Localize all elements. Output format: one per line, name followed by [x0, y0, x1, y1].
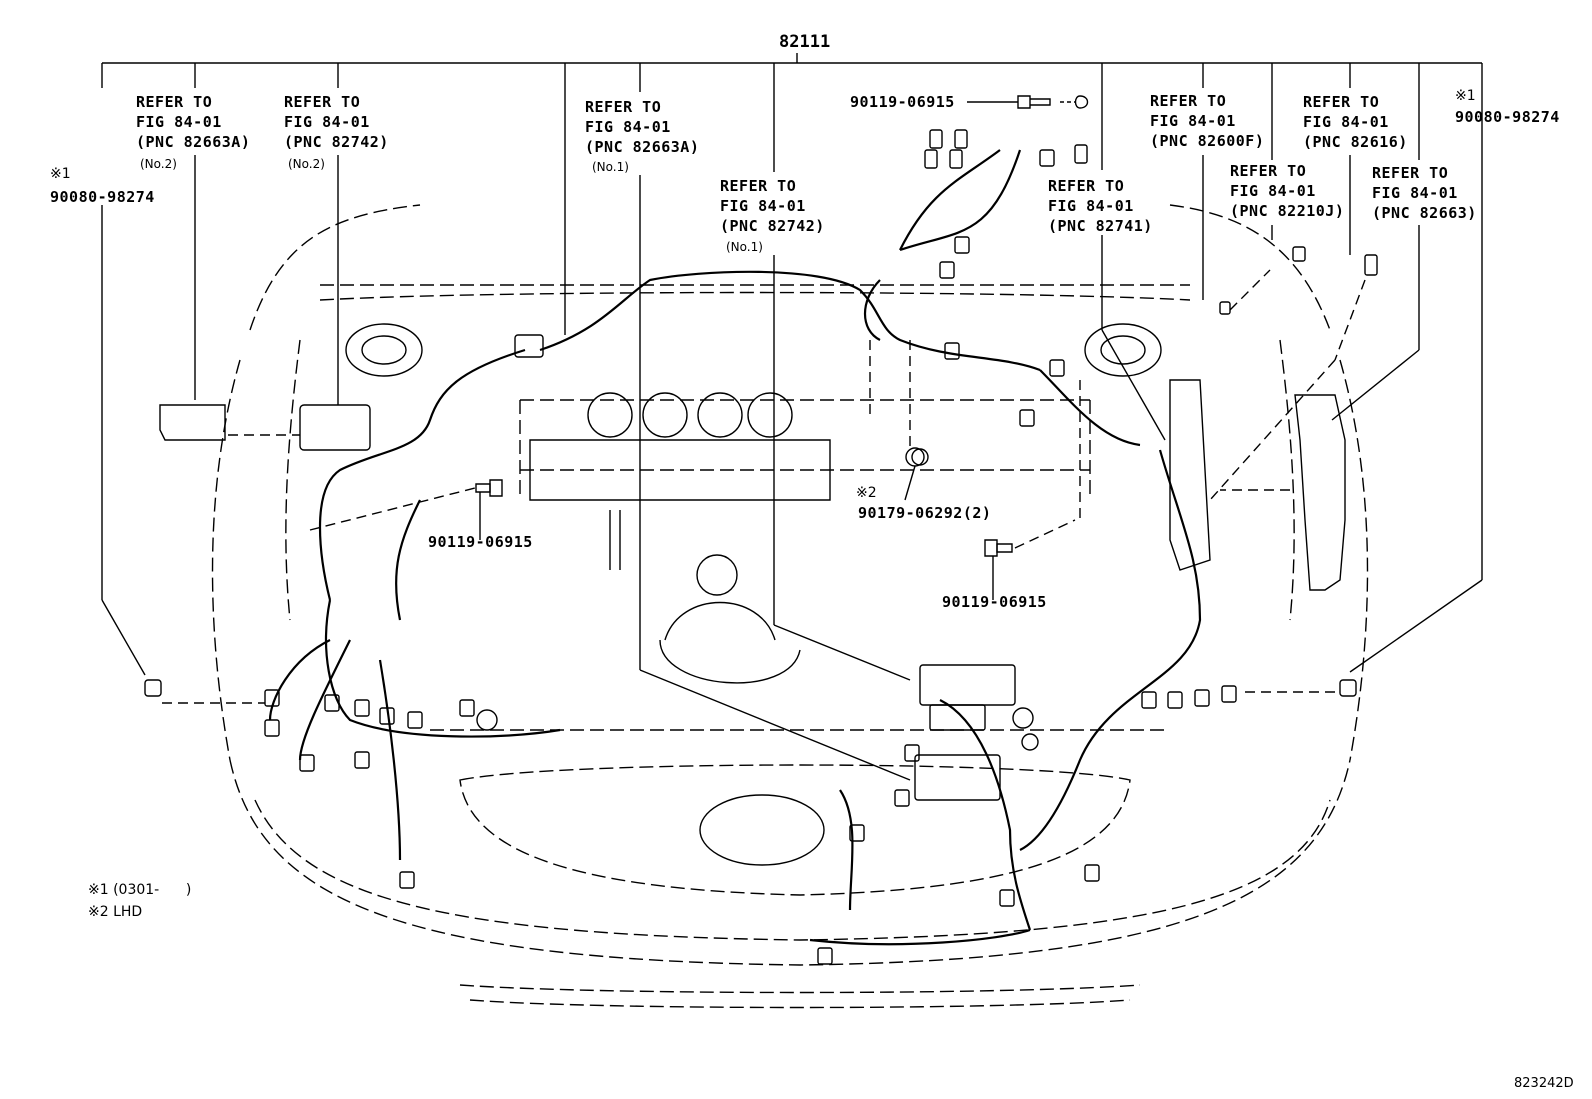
callout-sub: (No.2) — [140, 157, 177, 171]
callout-part-number: 90179-06292(2) — [858, 504, 992, 522]
callout-refer: REFER TO — [1372, 164, 1449, 182]
callout-part-number: 90119-06915 — [428, 533, 533, 551]
bolt-right — [984, 539, 1013, 600]
callout-fig: FIG 84-01 — [136, 113, 222, 131]
callout-mark: ※1 — [1455, 88, 1476, 104]
callout-refer: REFER TO — [1230, 162, 1307, 180]
callout-fig: FIG 84-01 — [720, 197, 806, 215]
main-part-number: 82111 — [779, 32, 831, 52]
callout-refer: REFER TO — [1303, 93, 1380, 111]
callout-fig: FIG 84-01 — [1230, 182, 1316, 200]
callout-sub: (No.2) — [288, 157, 325, 171]
bolt-left — [475, 479, 503, 540]
footnote: ※2 LHD — [88, 904, 143, 920]
relay-block — [919, 664, 1016, 706]
callout-part-number: 90080-98274 — [50, 188, 155, 206]
callout-pnc: (PNC 82663) — [1372, 204, 1477, 222]
callout-fig: FIG 84-01 — [1048, 197, 1134, 215]
callout-part-number: 90080-98274 — [1455, 108, 1560, 126]
callout-refer: REFER TO — [585, 98, 662, 116]
callout-pnc: (PNC 82742) — [284, 133, 389, 151]
engine-block — [529, 392, 831, 684]
bolt-top — [967, 95, 1089, 109]
callout-fig: FIG 84-01 — [284, 113, 370, 131]
callout-sub: (No.1) — [592, 160, 629, 174]
callout-pnc: (PNC 82600F) — [1150, 132, 1265, 150]
strut-tower-right — [1084, 323, 1162, 377]
callout-fig: FIG 84-01 — [1372, 184, 1458, 202]
strut-tower-left — [345, 323, 423, 377]
callout-refer: REFER TO — [1150, 92, 1227, 110]
body-outline — [211, 204, 1369, 1009]
illustration-id: 823242D — [1514, 1076, 1574, 1091]
callout-pnc: (PNC 82742) — [720, 217, 825, 235]
emblem — [699, 794, 825, 866]
callout-refer: REFER TO — [1048, 177, 1125, 195]
callout-part-number: 90119-06915 — [942, 593, 1047, 611]
main-part-leader — [101, 53, 1483, 781]
callout-pnc: (PNC 82616) — [1303, 133, 1408, 151]
callout-refer: REFER TO — [284, 93, 361, 111]
footnote: ※1 (0301- ) — [88, 882, 192, 898]
callout-refer: REFER TO — [136, 93, 213, 111]
callout-mark: ※2 — [856, 485, 877, 501]
callout-fig: FIG 84-01 — [585, 118, 671, 136]
grommet — [904, 447, 925, 501]
callout-pnc: (PNC 82741) — [1048, 217, 1153, 235]
callout-pnc: (PNC 82663A) — [585, 138, 700, 156]
connectors — [144, 129, 1378, 965]
callout-part-number: 90119-06915 — [850, 93, 955, 111]
callout-fig: FIG 84-01 — [1303, 113, 1389, 131]
callout-fig: FIG 84-01 — [1150, 112, 1236, 130]
callout-pnc: (PNC 82663A) — [136, 133, 251, 151]
dashed-leaders — [162, 269, 1366, 704]
callout-sub: (No.1) — [726, 240, 763, 254]
callout-pnc: (PNC 82210J) — [1230, 202, 1345, 220]
wire-harness — [268, 149, 1202, 946]
callout-mark: ※1 — [50, 166, 71, 182]
callout-refer: REFER TO — [720, 177, 797, 195]
